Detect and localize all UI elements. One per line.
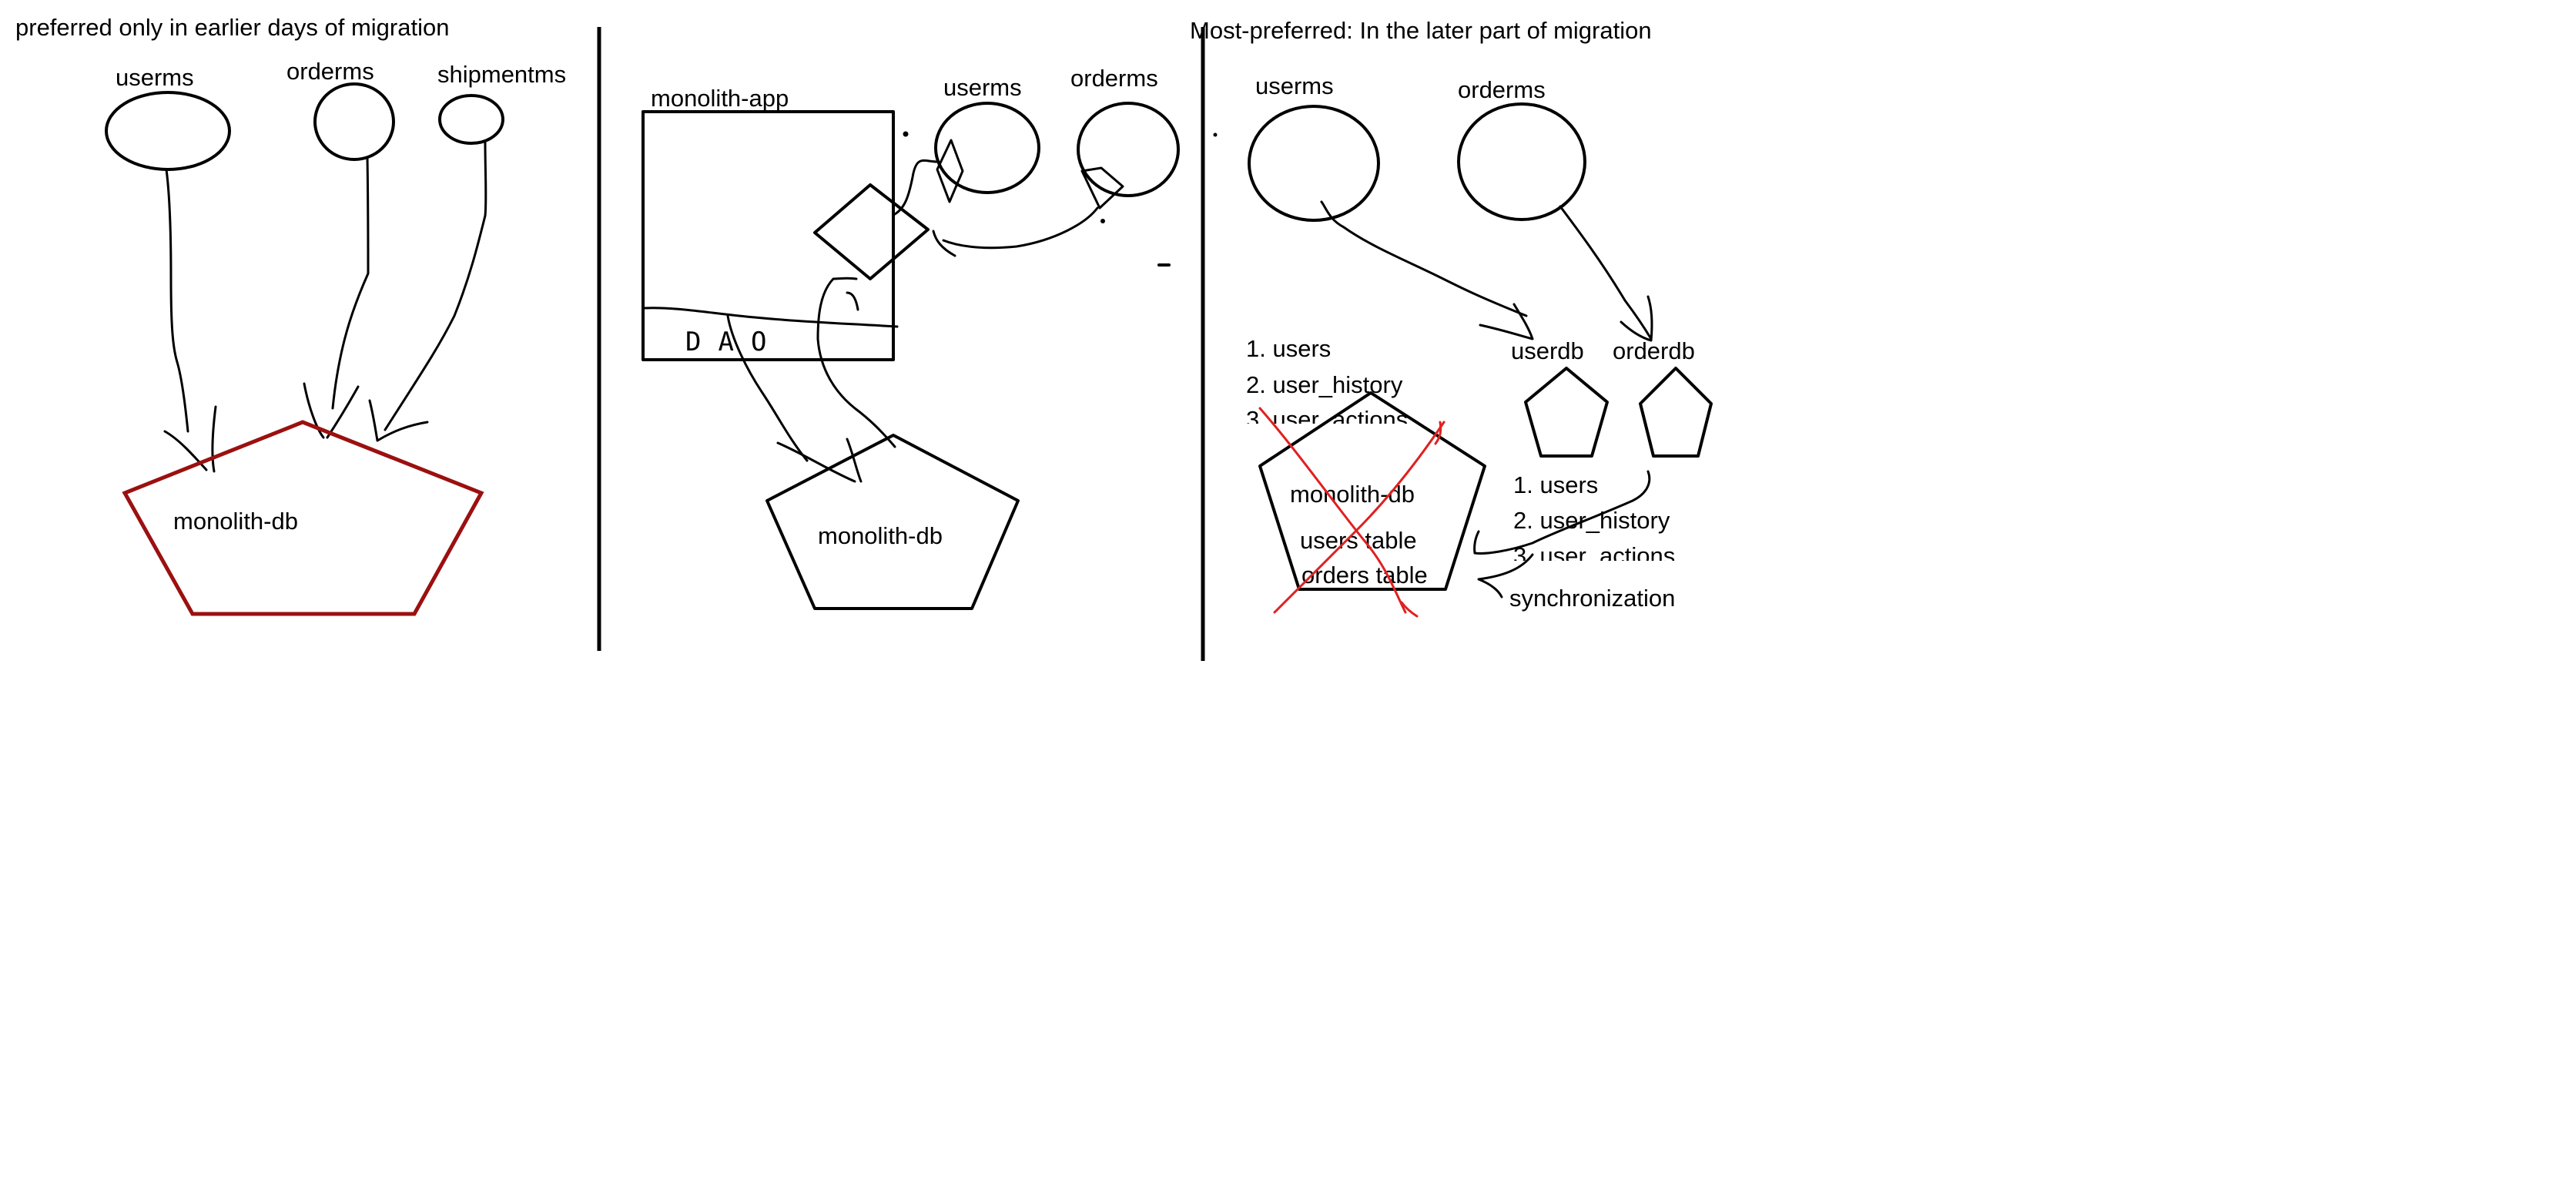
middle-arrowhead-db (776, 438, 863, 483)
left-arrowhead-userms (163, 405, 217, 473)
middle-connector-userms (893, 159, 940, 216)
right-sync-arrow-1 (1473, 470, 1651, 555)
middle-dao-label: DAO (685, 327, 783, 357)
middle-userms-label: userms (943, 74, 1022, 101)
left-connector-userms (165, 168, 189, 433)
left-orderms-node (313, 82, 395, 161)
middle-connector-app-to-db (726, 314, 809, 462)
middle-orderms-port (1080, 166, 1124, 210)
right-connector-orderms (1559, 205, 1653, 340)
right-strike-cross (1258, 407, 1445, 618)
right-new-table-2: 2. user_history (1513, 507, 1670, 534)
right-userms-label: userms (1255, 72, 1334, 99)
right-strike-line-2 (1273, 421, 1445, 614)
middle-stray-dot-2 (1100, 219, 1105, 223)
right-orderdb-shape (1639, 367, 1713, 458)
right-orderms-node (1457, 102, 1586, 221)
middle-stray-dot-1 (903, 131, 909, 137)
right-users-table-label: users table (1300, 527, 1417, 554)
right-orderms-label: orderms (1458, 76, 1546, 103)
middle-userms-node (934, 102, 1040, 194)
right-arrowhead-orderdb (1620, 295, 1653, 342)
left-userms-node (105, 91, 231, 171)
middle-connector-diamond-to-db (816, 277, 896, 448)
left-shipmentms-node (438, 94, 504, 145)
middle-app-label: monolith-app (651, 85, 789, 112)
right-sync-arrows (1473, 470, 1651, 599)
right-connector-userms (1320, 200, 1528, 317)
middle-orderms-node (1077, 102, 1180, 197)
right-strike-tick-2 (1434, 421, 1442, 445)
left-userms-label: userms (116, 64, 194, 91)
right-sync-arrow-2 (1477, 553, 1534, 599)
middle-dao-diamond (813, 183, 930, 280)
middle-dao-separator (642, 307, 899, 328)
right-old-table-2: 2. user_history (1246, 371, 1403, 398)
middle-connector-orderms (932, 206, 1099, 257)
middle-monolith-db-label: monolith-db (818, 522, 943, 549)
left-orderms-label: orderms (286, 58, 374, 85)
right-monolith-db-label: monolith-db (1290, 481, 1415, 508)
right-orderdb-label: orderdb (1613, 337, 1695, 364)
right-sync-label: synchronization (1509, 585, 1675, 612)
right-strike-tick-1 (1400, 601, 1419, 618)
left-shipmentms-label: shipmentms (437, 61, 566, 88)
left-panel-heading: preferred only in earlier days of migrat… (15, 14, 449, 41)
middle-stray-dot-3 (1213, 132, 1218, 137)
middle-monolith-app-box (641, 110, 895, 361)
right-new-table-1: 1. users (1513, 471, 1598, 498)
left-connectors (163, 141, 487, 473)
left-monolith-db-shape (122, 420, 484, 616)
right-userdb-label: userdb (1511, 337, 1584, 364)
left-connector-shipmentms (384, 141, 487, 431)
right-arrowhead-userdb (1479, 303, 1534, 340)
right-old-table-1: 1. users (1246, 335, 1331, 362)
right-userdb-shape (1524, 367, 1609, 458)
right-new-table-mask (1508, 561, 1700, 572)
middle-connectors (726, 159, 1099, 483)
left-connector-orderms (331, 156, 370, 410)
middle-orderms-label: orderms (1070, 65, 1158, 92)
middle-userms-port (936, 139, 964, 203)
right-monolith-db-shape (1258, 391, 1486, 591)
left-arrowhead-shipmentms (368, 399, 429, 442)
left-monolith-db-label: monolith-db (173, 508, 298, 535)
right-panel-heading: Most-preferred: In the later part of mig… (1190, 17, 1652, 44)
left-arrowhead-orderms (303, 382, 360, 439)
right-connectors (1320, 200, 1653, 342)
middle-monolith-db-shape (765, 434, 1020, 610)
right-sync-arrowhead-1 (1473, 530, 1480, 555)
right-old-table-mask (1240, 424, 1425, 434)
right-userms-node (1248, 105, 1380, 222)
